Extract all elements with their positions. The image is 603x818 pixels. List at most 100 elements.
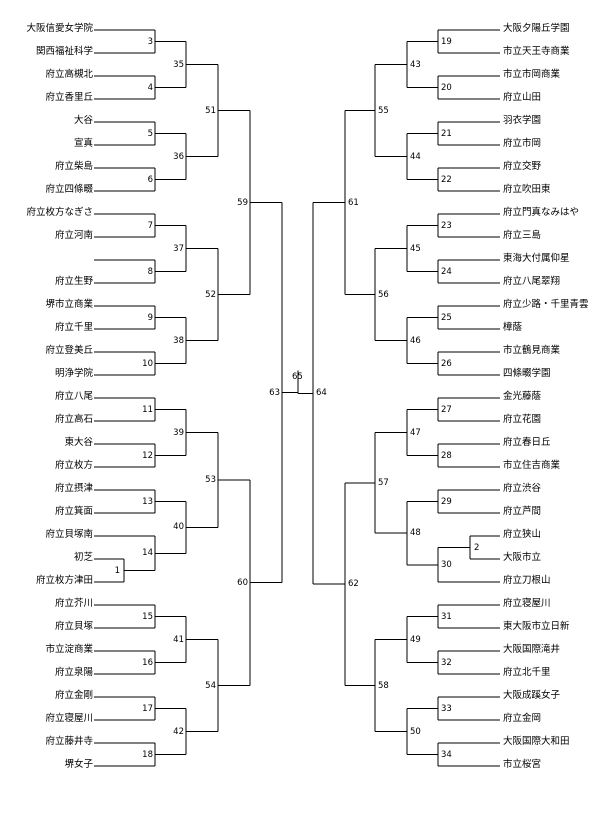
left-team-name: 府立柴島 [54, 161, 93, 172]
match-number: 44 [410, 151, 421, 162]
right-team-name: 府立少路・千里青雲 [503, 299, 589, 310]
right-team-name: 府立春日丘 [503, 437, 551, 448]
match-number: 53 [205, 474, 216, 485]
match-number: 33 [441, 703, 452, 714]
right-team-name: 府立刀根山 [503, 575, 551, 586]
right-team-name: 樟蔭 [503, 322, 523, 333]
match-number: 18 [142, 749, 153, 760]
match-number: 29 [441, 496, 452, 507]
left-team-name: 府立金剛 [54, 690, 93, 701]
match-number: 51 [205, 105, 216, 116]
right-team-name: 府立八尾翠翔 [503, 276, 561, 287]
right-team-name: 府立芦間 [503, 506, 542, 517]
right-team-name: 府立市岡 [503, 138, 542, 149]
right-team-name: 大阪国際大和田 [503, 736, 570, 747]
right-team-name: 金光藤蔭 [503, 391, 542, 402]
left-team-name: 府立貝塚 [54, 621, 93, 632]
match-number: 36 [173, 151, 184, 162]
match-number: 63 [269, 387, 280, 398]
match-number: 14 [142, 548, 153, 559]
right-team-name: 府立花園 [503, 414, 542, 425]
match-number: 58 [378, 680, 389, 691]
left-team-name: 府立寝屋川 [45, 713, 93, 724]
right-team-name: 市立桜宮 [503, 759, 542, 770]
match-number: 34 [441, 749, 452, 760]
left-team-name: 明浄学院 [54, 368, 93, 379]
match-number: 20 [441, 82, 452, 93]
match-number: 64 [316, 388, 327, 399]
right-team-name: 府立金岡 [503, 713, 542, 724]
left-team-name: 府立高石 [54, 414, 93, 425]
left-team-name: 宣真 [73, 138, 93, 149]
right-team-name: 府立渋谷 [503, 483, 542, 494]
match-number: 28 [441, 450, 452, 461]
match-number: 48 [410, 528, 421, 539]
match-number: 62 [348, 579, 359, 590]
match-number: 65 [292, 371, 303, 382]
match-number: 7 [147, 220, 153, 231]
match-number: 30 [441, 559, 452, 570]
match-number: 54 [205, 680, 216, 691]
match-number: 39 [173, 427, 184, 438]
match-number: 40 [173, 522, 184, 533]
right-team-name: 大阪市立 [503, 552, 542, 563]
left-team-name: 東大谷 [64, 437, 93, 448]
left-team-name: 府立枚方津田 [35, 575, 93, 586]
right-team-name: 市立天王寺商業 [503, 46, 570, 57]
right-team-name: 市立住吉商業 [503, 460, 561, 471]
match-number: 42 [173, 726, 184, 737]
match-number: 10 [142, 358, 153, 369]
match-number: 6 [147, 174, 153, 185]
right-team-name: 府立寝屋川 [503, 598, 551, 609]
left-team-name: 府立藤井寺 [45, 736, 93, 747]
match-number: 32 [441, 657, 452, 668]
match-number: 41 [173, 634, 184, 645]
left-team-name: 府立生野 [54, 276, 93, 287]
left-team-name: 堺女子 [64, 759, 93, 770]
match-number: 11 [142, 404, 153, 415]
match-number: 13 [142, 496, 153, 507]
right-team-name: 羽衣学園 [503, 115, 542, 126]
match-number: 47 [410, 427, 421, 438]
match-number: 8 [147, 266, 153, 277]
match-number: 1 [114, 565, 120, 576]
left-team-name: 府立枚方 [54, 460, 93, 471]
match-number: 15 [142, 611, 153, 622]
match-number: 35 [173, 59, 184, 70]
match-number: 52 [205, 289, 216, 300]
left-team-name: 堺市立商業 [45, 299, 93, 310]
match-number: 26 [441, 358, 452, 369]
right-team-name: 市立鶴見商業 [503, 345, 561, 356]
match-number: 25 [441, 312, 452, 323]
left-team-name: 府立四條畷 [45, 184, 93, 195]
match-number: 2 [474, 542, 480, 553]
left-team-name: 府立芥川 [54, 598, 93, 609]
match-number: 43 [410, 59, 421, 70]
left-team-name: 大阪信愛女学院 [26, 23, 93, 34]
right-team-name: 大阪成蹊女子 [503, 690, 561, 701]
match-number: 21 [441, 128, 452, 139]
right-team-name: 大阪夕陽丘学園 [503, 23, 570, 34]
right-team-name: 府立山田 [503, 92, 542, 103]
left-team-name: 府立八尾 [54, 391, 93, 402]
right-team-name: 東海大付属仰星 [503, 253, 570, 264]
left-team-name: 府立登美丘 [45, 345, 93, 356]
left-team-name: 初芝 [73, 552, 93, 563]
match-number: 12 [142, 450, 153, 461]
left-team-name: 府立河南 [54, 230, 93, 241]
match-number: 56 [378, 289, 389, 300]
right-team-name: 大阪国際滝井 [503, 644, 561, 655]
left-team-name: 府立貝塚南 [45, 529, 93, 540]
match-number: 19 [441, 36, 452, 47]
right-team-name: 東大阪市立日新 [503, 621, 570, 632]
right-team-name: 府立門真なみはや [503, 207, 580, 218]
left-team-name: 市立淀商業 [45, 644, 93, 655]
match-number: 60 [237, 577, 248, 588]
left-team-name: 関西福祉科学 [35, 46, 93, 57]
match-number: 59 [237, 197, 248, 208]
match-number: 45 [410, 243, 421, 254]
left-team-name: 府立千里 [54, 322, 93, 333]
match-number: 46 [410, 335, 421, 346]
